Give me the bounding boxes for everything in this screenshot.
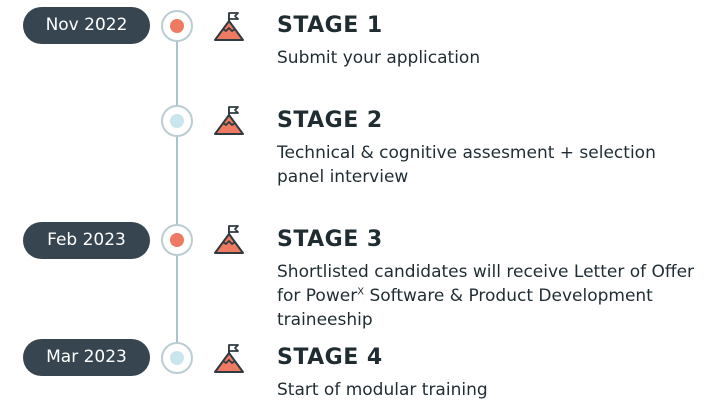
stage-3: STAGE 3 Shortlisted candidates will rece… <box>277 226 722 332</box>
node-dot-inactive <box>170 351 184 365</box>
stage-description: Shortlisted candidates will receive Lett… <box>277 260 722 332</box>
stage-1: STAGE 1 Submit your application <box>277 12 722 70</box>
node-dot-active <box>170 19 184 33</box>
stage-description: Submit your application <box>277 48 481 68</box>
stage-description-part: Shortlisted candidates will receive Lett… <box>277 262 695 306</box>
timeline-node-stage-3 <box>161 224 193 256</box>
stage-description: Start of modular training <box>277 380 488 400</box>
mountain-flag-icon <box>214 12 244 41</box>
stage-4: STAGE 4 Start of modular training <box>277 344 722 402</box>
timeline-node-stage-4 <box>161 342 193 374</box>
node-dot-active <box>170 233 184 247</box>
stage-title: STAGE 3 <box>277 227 383 252</box>
stage-description-part: Software & Product Development traineesh… <box>277 286 653 330</box>
date-pill-stage-3: Feb 2023 <box>23 222 150 259</box>
node-dot-inactive <box>170 114 184 128</box>
mountain-flag-icon <box>214 225 244 254</box>
date-pill-stage-4: Mar 2023 <box>23 339 150 376</box>
date-pill-stage-1: Nov 2022 <box>23 7 150 44</box>
stage-title: STAGE 2 <box>277 108 383 133</box>
mountain-flag-icon <box>214 344 244 373</box>
timeline-node-stage-2 <box>161 105 193 137</box>
stage-title: STAGE 1 <box>277 13 383 38</box>
timeline-node-stage-1 <box>161 10 193 42</box>
mountain-flag-icon <box>214 106 244 135</box>
stage-title: STAGE 4 <box>277 345 383 370</box>
stage-description: Technical & cognitive assesment + select… <box>277 143 656 187</box>
timeline-line <box>176 26 178 358</box>
stage-2: STAGE 2 Technical & cognitive assesment … <box>277 107 722 189</box>
superscript-x: X <box>357 286 365 298</box>
